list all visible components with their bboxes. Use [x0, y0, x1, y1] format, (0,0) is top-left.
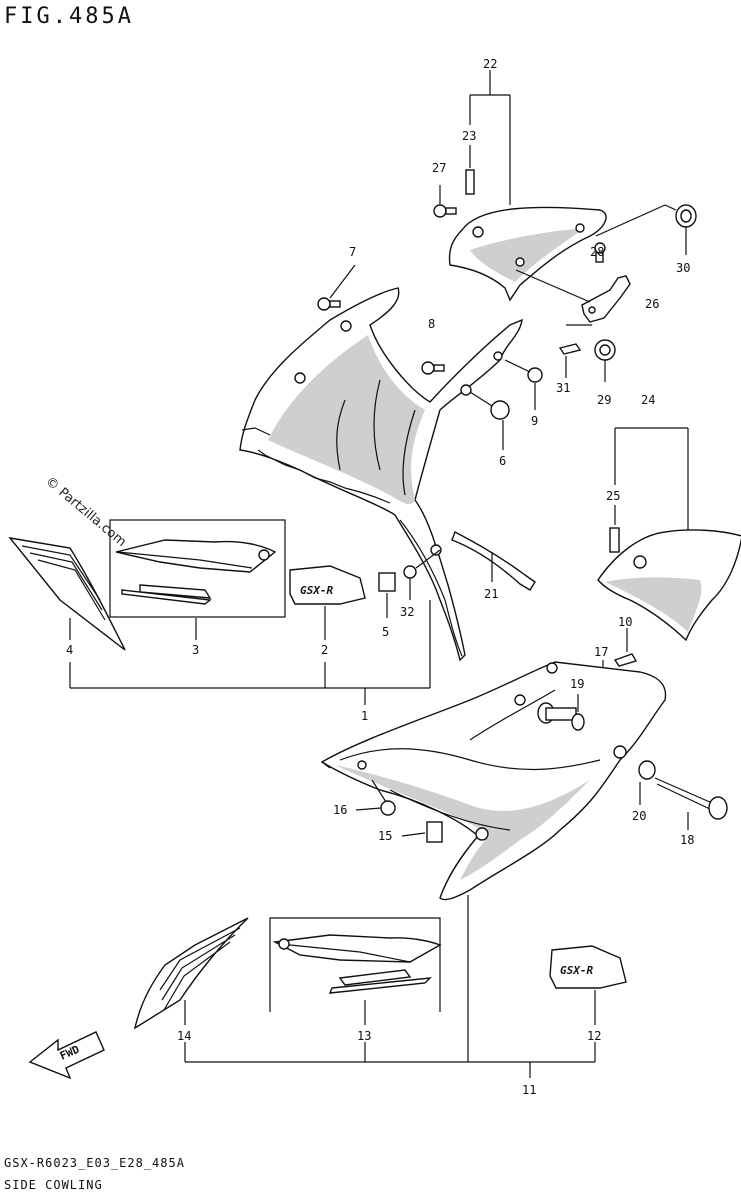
svg-text:GSX-R: GSX-R — [560, 964, 593, 977]
figure-title: FIG.485A — [4, 4, 134, 29]
callout-18: 18 — [680, 833, 694, 847]
figure-name: SIDE COWLING — [4, 1178, 103, 1192]
callout-21: 21 — [484, 587, 498, 601]
logo-decal-12[interactable]: GSX-R — [549, 945, 627, 989]
decal-25[interactable] — [609, 527, 620, 553]
fwd-arrow-icon: FWD — [28, 1031, 105, 1080]
callout-20: 20 — [632, 809, 646, 823]
callout-1: 1 — [361, 709, 368, 723]
callout-group-1 — [69, 600, 431, 705]
callout-8: 8 — [428, 317, 435, 331]
callout-group-11 — [184, 895, 596, 1078]
callout-5: 5 — [382, 625, 389, 639]
decal-set-box-3 — [109, 519, 286, 618]
logo-decal-2[interactable]: GSX-R — [289, 565, 366, 605]
callout-13: 13 — [357, 1029, 371, 1043]
callout-23: 23 — [462, 129, 476, 143]
block-15[interactable] — [426, 821, 443, 843]
clip-32[interactable] — [403, 565, 417, 600]
callout-26: 26 — [645, 297, 659, 311]
screw-7[interactable] — [317, 297, 341, 311]
screw-28[interactable] — [594, 242, 606, 263]
callout-30: 30 — [676, 261, 690, 275]
bolt-16[interactable] — [371, 779, 396, 816]
callout-12: 12 — [587, 1029, 601, 1043]
callout-15: 15 — [378, 829, 392, 843]
nut-9[interactable] — [527, 367, 543, 383]
bracket-26[interactable] — [581, 275, 631, 323]
callout-25: 25 — [606, 489, 620, 503]
callout-17: 17 — [594, 645, 608, 659]
block-5[interactable] — [378, 572, 396, 592]
callout-16: 16 — [333, 803, 347, 817]
callout-6: 6 — [499, 454, 506, 468]
washer-20[interactable] — [638, 760, 656, 780]
decal-23[interactable] — [465, 169, 475, 195]
callout-32: 32 — [400, 605, 414, 619]
stripe-decal-14[interactable] — [133, 917, 249, 1030]
bolt-18[interactable] — [654, 777, 728, 820]
callout-19: 19 — [570, 677, 584, 691]
callout-22: 22 — [483, 57, 497, 71]
decal-set-box-13 — [269, 917, 441, 1012]
callout-24: 24 — [641, 393, 655, 407]
callout-group-22 — [469, 70, 511, 205]
callout-31: 31 — [556, 381, 570, 395]
grommet-30[interactable] — [675, 204, 697, 228]
grommet-6[interactable] — [490, 400, 510, 420]
callout-29: 29 — [597, 393, 611, 407]
callout-28: 28 — [590, 245, 604, 259]
callout-27: 27 — [432, 161, 446, 175]
screw-27[interactable] — [433, 204, 457, 218]
stripe-decal-4[interactable] — [8, 537, 126, 651]
callout-3: 3 — [192, 643, 199, 657]
patch-10[interactable] — [613, 653, 638, 667]
cushion-21[interactable] — [451, 531, 536, 591]
screw-8[interactable] — [421, 361, 445, 375]
pad-31[interactable] — [558, 343, 582, 355]
grommet-29[interactable] — [594, 339, 616, 361]
callout-10: 10 — [618, 615, 632, 629]
figure-code: GSX-R6023_E03_E28_485A — [4, 1156, 185, 1170]
svg-text:GSX-R: GSX-R — [300, 584, 333, 597]
callout-2: 2 — [321, 643, 328, 657]
callout-11: 11 — [522, 1083, 536, 1097]
callout-4: 4 — [66, 643, 73, 657]
callout-14: 14 — [177, 1029, 191, 1043]
callout-7: 7 — [349, 245, 356, 259]
callout-group-24 — [614, 427, 689, 540]
collar-19[interactable] — [537, 702, 585, 731]
callout-9: 9 — [531, 414, 538, 428]
